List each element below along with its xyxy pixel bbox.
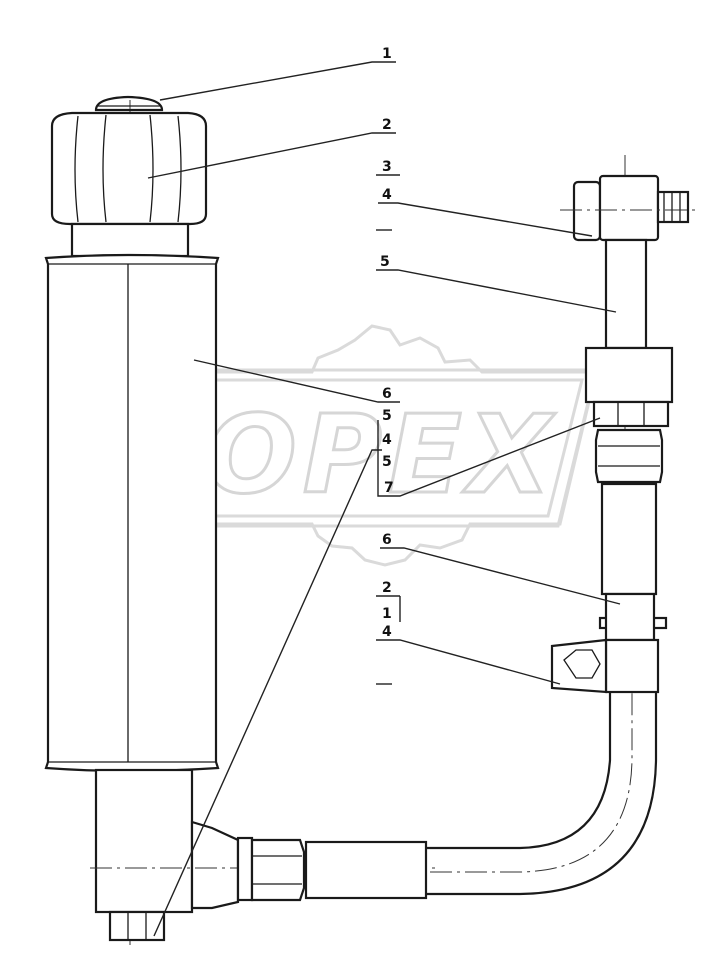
bottom-port-elbow bbox=[190, 820, 240, 910]
lower-hose-assembly bbox=[90, 690, 658, 902]
upper-fitting-assembly bbox=[550, 155, 700, 694]
callout-4b: 4 bbox=[382, 432, 392, 448]
lower-hose-bend bbox=[426, 690, 612, 850]
cap-knurled-nut bbox=[50, 111, 208, 226]
leader-stack-mid bbox=[377, 417, 601, 497]
filter-cap bbox=[50, 95, 208, 258]
vertical-hose bbox=[604, 592, 656, 642]
callout-2: 2 bbox=[382, 117, 392, 133]
cap-top-button bbox=[94, 95, 164, 112]
filter-body bbox=[44, 253, 220, 773]
top-outlet-nipple bbox=[656, 190, 690, 224]
callout-2b: 2 bbox=[382, 580, 392, 596]
elbow-bolt bbox=[550, 638, 608, 694]
upper-hose-nut bbox=[594, 428, 664, 484]
leader-6-low bbox=[380, 547, 621, 605]
callout-6: 6 bbox=[382, 386, 392, 402]
canister bbox=[44, 253, 220, 773]
callout-1: 1 bbox=[382, 46, 392, 62]
callout-5c: 5 bbox=[382, 454, 392, 470]
upper-nut bbox=[592, 400, 670, 428]
leader-6-mid bbox=[193, 359, 400, 403]
leader-5-top bbox=[376, 269, 617, 313]
leader-3-4 bbox=[378, 202, 593, 237]
cap-neck bbox=[70, 222, 190, 258]
leader-lines bbox=[147, 61, 621, 937]
drain-plug bbox=[108, 910, 166, 942]
leader-stack-drain bbox=[153, 449, 382, 937]
callout-3: 3 bbox=[382, 159, 392, 175]
elbow-body bbox=[604, 638, 660, 694]
bottom-housing bbox=[94, 768, 194, 914]
callout-6b: 6 bbox=[382, 532, 392, 548]
callout-1b: 1 bbox=[382, 606, 392, 622]
tube-clamp-block bbox=[584, 346, 674, 404]
callout-labels: 1 2 3 4 5 6 5 4 5 7 6 2 1 4 bbox=[380, 46, 394, 640]
top-banjo bbox=[598, 174, 660, 242]
callout-5b: 5 bbox=[382, 408, 392, 424]
leader-1 bbox=[159, 61, 396, 101]
callout-4c: 4 bbox=[382, 624, 392, 640]
leader-2-1-4 bbox=[376, 639, 561, 685]
callout-5: 5 bbox=[380, 254, 390, 270]
top-bolt-head bbox=[572, 180, 602, 242]
lower-nut-a bbox=[236, 836, 254, 902]
callout-4: 4 bbox=[382, 187, 392, 203]
lower-hose-ferrule bbox=[304, 840, 428, 900]
leader-2 bbox=[147, 132, 396, 179]
lower-nut-b bbox=[250, 838, 306, 902]
callout-7: 7 bbox=[384, 480, 394, 496]
steel-tube bbox=[604, 238, 648, 350]
upper-hose-ferrule bbox=[600, 482, 658, 596]
